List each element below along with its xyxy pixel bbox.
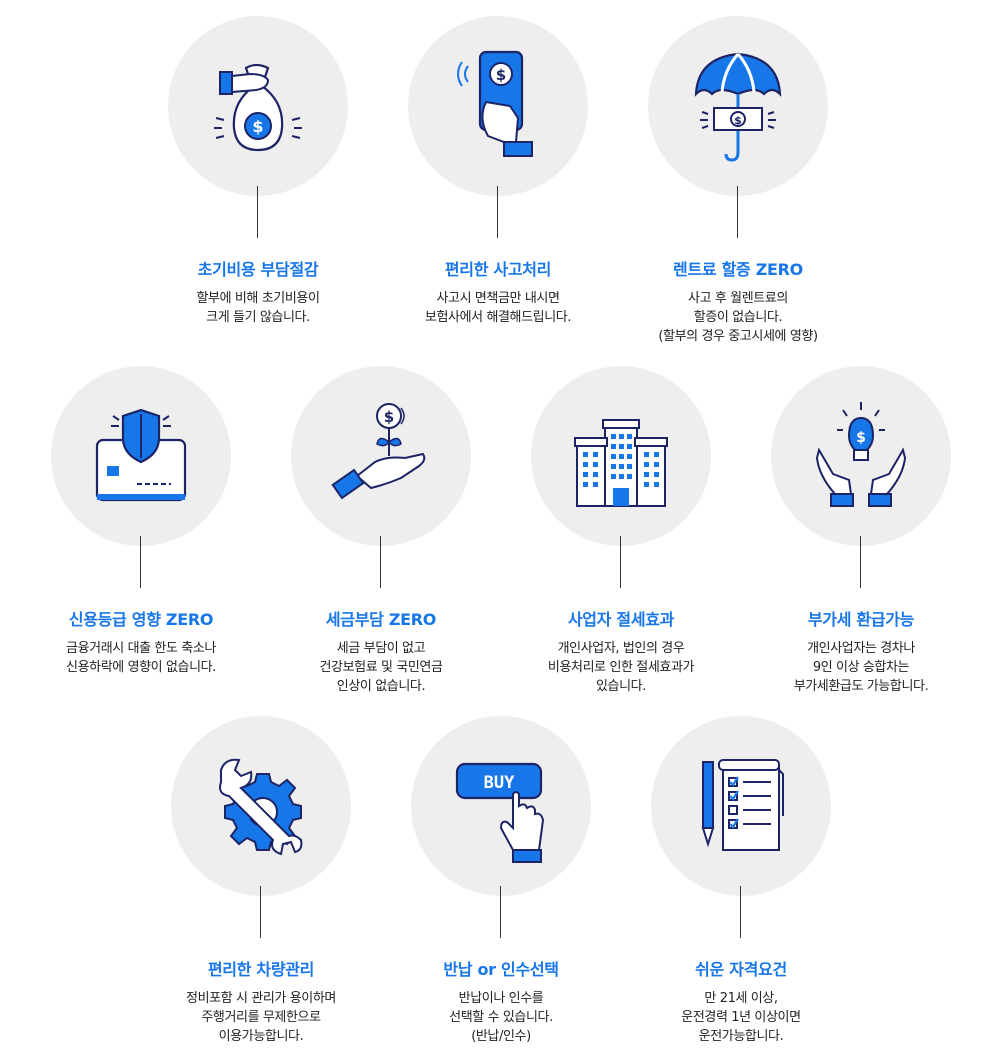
feature-circle	[171, 716, 351, 896]
feature-title: 반납 or 인수선택	[443, 960, 559, 979]
svg-text:$: $	[496, 66, 506, 84]
feature-title: 편리한 사고처리	[444, 260, 552, 279]
connector-line	[740, 886, 741, 938]
feature-circle: $	[648, 16, 828, 196]
umbrella-money-icon: $	[694, 52, 782, 162]
connector-line	[260, 886, 261, 938]
buy-button-icon: BUY	[455, 762, 545, 863]
feature-title: 세금부담 ZERO	[325, 610, 437, 629]
feature-title: 편리한 차량관리	[207, 960, 315, 979]
feature-title: 부가세 환급가능	[807, 610, 915, 629]
connector-line	[140, 536, 141, 588]
feature-title: 사업자 절세효과	[567, 610, 675, 629]
feature-circle	[51, 366, 231, 546]
money-bag-icon: $	[214, 63, 302, 152]
connector-line	[500, 886, 501, 938]
svg-text:$: $	[734, 114, 742, 127]
wrench-gear-icon	[219, 758, 303, 856]
credit-card-shield-icon	[95, 408, 187, 502]
feature-circle: $	[291, 366, 471, 546]
feature-circle	[651, 716, 831, 896]
svg-text:$: $	[384, 408, 394, 426]
feature-circle: $	[771, 366, 951, 546]
feature-circle: $	[408, 16, 588, 196]
connector-line	[620, 536, 621, 588]
feature-title: 신용등급 영향 ZERO	[68, 610, 214, 629]
connector-line	[380, 536, 381, 588]
connector-line	[860, 536, 861, 588]
feature-circle: BUY	[411, 716, 591, 896]
office-building-icon	[574, 419, 668, 507]
feature-title: 렌트료 할증 ZERO	[673, 260, 803, 279]
svg-text:$: $	[252, 117, 263, 136]
connector-line	[257, 186, 258, 238]
hand-growing-coin-icon: $	[331, 403, 426, 500]
connector-line	[737, 186, 738, 238]
svg-text:BUY: BUY	[484, 773, 515, 793]
feature-circle	[531, 366, 711, 546]
hands-lightbulb-icon: $	[815, 402, 907, 507]
feature-title: 쉬운 자격요건	[695, 960, 787, 979]
checklist-icon	[701, 759, 784, 851]
feature-title: 초기비용 부담절감	[197, 260, 319, 279]
feature-circle: $	[168, 16, 348, 196]
mobile-payment-icon: $	[457, 50, 533, 157]
connector-line	[497, 186, 498, 238]
svg-text:$: $	[856, 430, 866, 446]
